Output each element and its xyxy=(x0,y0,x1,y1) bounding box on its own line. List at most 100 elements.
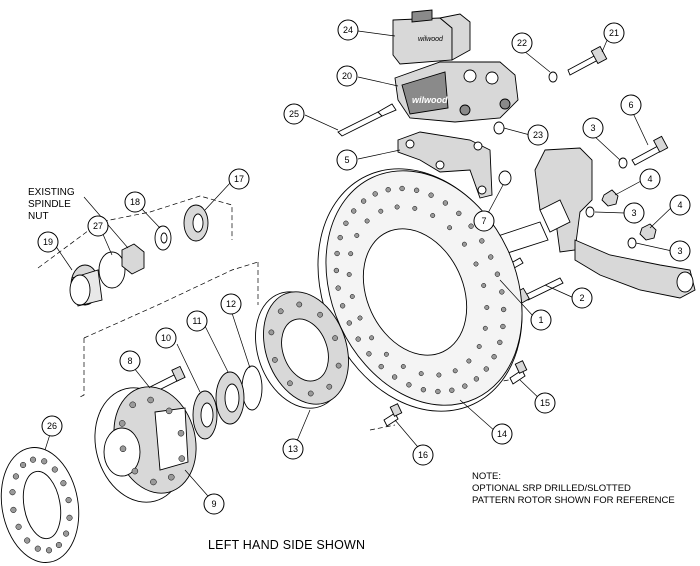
callout-24: 24 xyxy=(337,19,359,41)
callout-1-label: 1 xyxy=(538,315,543,325)
callout-3b: 3 xyxy=(623,202,645,224)
existing-label-line-2: SPINDLE xyxy=(28,199,71,210)
existing-spindle-nut-label: EXISTING SPINDLE NUT xyxy=(28,187,75,223)
rotor-drill-hole xyxy=(348,251,354,257)
rotor-drill-hole xyxy=(420,387,427,393)
callout-7-label: 7 xyxy=(481,216,486,226)
callout-15: 15 xyxy=(534,392,556,414)
ring-hole xyxy=(63,530,70,537)
caliper-bolt-and-washer xyxy=(548,45,608,83)
callout-9: 9 xyxy=(203,493,225,515)
callout-4b: 4 xyxy=(669,194,691,216)
outer-bearing-and-washer xyxy=(154,204,209,251)
hat-bolt-hole xyxy=(268,329,275,336)
ring-hole xyxy=(15,523,22,530)
note-line-1: NOTE: xyxy=(472,471,502,482)
rotor-drill-hole xyxy=(428,192,434,198)
callout-26: 26 xyxy=(41,415,63,437)
hub-stud-hole xyxy=(129,401,136,409)
hub-stud-hole xyxy=(119,445,127,453)
rotor-drill-hole xyxy=(468,223,474,229)
callout-20: 20 xyxy=(336,65,358,87)
rotor-drill-hole xyxy=(346,320,352,326)
rotor-drill-hole xyxy=(383,351,389,357)
callout-18-label: 18 xyxy=(130,197,140,207)
brake-caliper: wilwood xyxy=(394,61,519,123)
hat-bolts xyxy=(383,360,528,427)
callouts: 24 20 25 22 21 23 5 6 3 4 3 4 3 7 2 1 17… xyxy=(37,19,691,515)
rotor-hat xyxy=(255,291,349,409)
rotor-drill-hole xyxy=(385,187,391,193)
callout-21: 21 xyxy=(603,22,625,44)
callout-19: 19 xyxy=(37,231,59,253)
washer-23 xyxy=(493,121,505,135)
existing-label-line-1: EXISTING xyxy=(28,187,75,198)
hub-stud-hole xyxy=(165,407,173,415)
callout-6: 6 xyxy=(620,94,642,116)
callout-12: 12 xyxy=(220,293,242,315)
callout-3c: 3 xyxy=(669,240,691,262)
hub-stud-hole xyxy=(131,467,139,475)
ring-hole xyxy=(45,547,53,554)
brake-pads: wilwood xyxy=(392,9,471,65)
ring-hole xyxy=(20,461,27,469)
hat-bolt-hole xyxy=(317,311,323,318)
rotor-drill-hole xyxy=(473,376,480,382)
rotor-drill-hole xyxy=(349,294,355,299)
leader-lines xyxy=(44,30,674,505)
ring-hole xyxy=(51,466,58,473)
rotor-drill-hole xyxy=(430,213,436,218)
rotor-drill-hole xyxy=(355,336,361,342)
rotor-drill-hole xyxy=(391,374,398,380)
ring-hole xyxy=(10,506,17,513)
callout-23-label: 23 xyxy=(533,130,543,140)
callout-19-label: 19 xyxy=(43,237,53,247)
callout-27: 27 xyxy=(87,215,109,237)
callout-15-label: 15 xyxy=(540,398,550,408)
callout-6-label: 6 xyxy=(628,100,633,110)
caliper-logo-text: wilwood xyxy=(412,95,448,105)
rotor-drill-hole xyxy=(343,220,349,226)
ring-hole xyxy=(41,458,48,465)
callout-8-label: 8 xyxy=(127,356,132,366)
washer-7 xyxy=(498,170,512,186)
rotor-drill-hole xyxy=(461,241,467,247)
callout-13: 13 xyxy=(282,438,304,460)
hub-stud-hole xyxy=(168,473,175,481)
callout-25-label: 25 xyxy=(289,109,299,119)
rotor-drill-hole xyxy=(442,200,449,206)
hat-bolt-hole xyxy=(277,308,284,315)
rotor-drill-hole xyxy=(400,364,406,369)
callout-3c-label: 3 xyxy=(677,246,682,256)
caliper-bracket xyxy=(397,131,493,199)
diagram-caption: LEFT HAND SIDE SHOWN xyxy=(208,538,366,552)
rotor-drill-hole xyxy=(479,238,485,244)
rotor-drill-hole xyxy=(366,351,372,357)
callout-4a: 4 xyxy=(639,168,661,190)
callout-5: 5 xyxy=(336,149,358,171)
rotor-drill-hole xyxy=(436,372,442,378)
callout-17: 17 xyxy=(228,168,250,190)
rotor-drill-hole xyxy=(357,315,363,321)
rotor-drill-hole xyxy=(456,210,462,217)
callout-25: 25 xyxy=(283,103,305,125)
ring-hole xyxy=(29,456,37,463)
callout-5-label: 5 xyxy=(344,155,349,165)
rotor-drill-hole xyxy=(333,267,340,274)
rotor-drill-hole xyxy=(488,254,494,260)
rotor-drill-hole xyxy=(335,285,341,291)
callout-3b-label: 3 xyxy=(631,208,636,218)
hub-stud-hole xyxy=(147,396,154,404)
callout-10-label: 10 xyxy=(161,333,171,343)
ring-hole xyxy=(55,541,62,549)
hub xyxy=(94,386,197,503)
callout-2-label: 2 xyxy=(579,293,584,303)
hat-bolt-hole xyxy=(332,335,338,341)
ring-hole xyxy=(12,473,19,480)
callout-12-label: 12 xyxy=(226,299,236,309)
rotor-drill-hole xyxy=(500,306,507,313)
callout-13-label: 13 xyxy=(288,444,298,454)
callout-24-label: 24 xyxy=(343,25,353,35)
washers-and-nuts xyxy=(585,157,657,249)
